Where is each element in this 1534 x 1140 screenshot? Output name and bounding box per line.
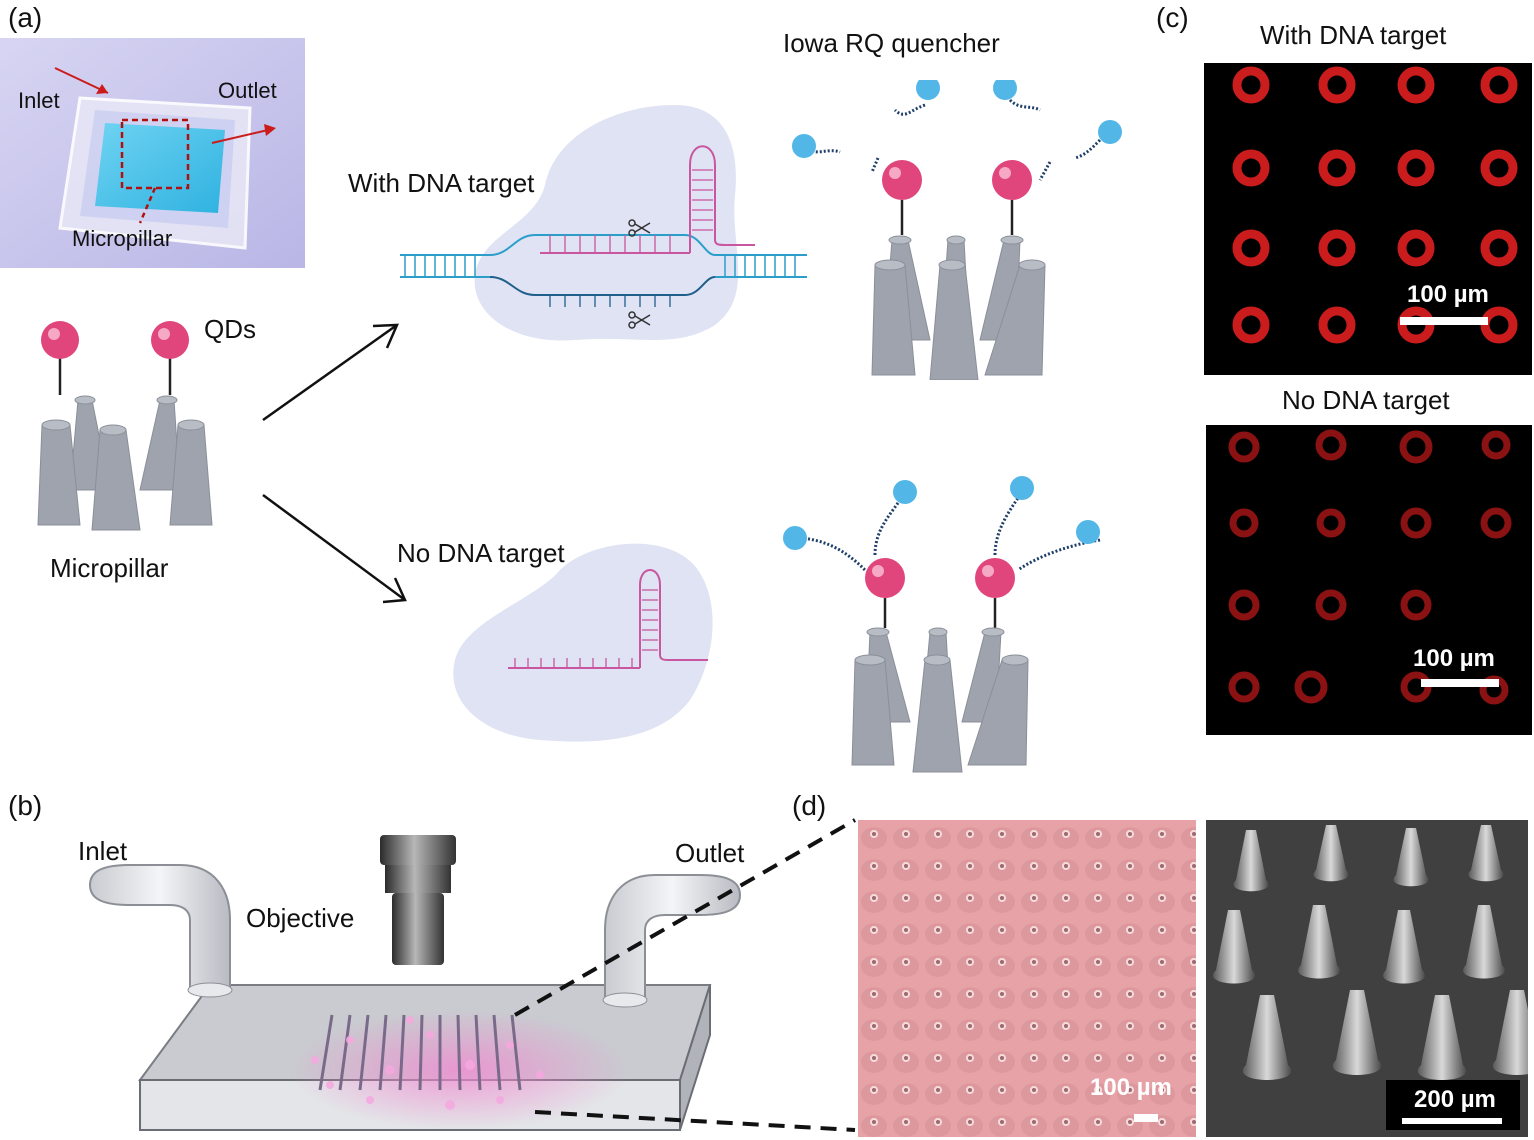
no-target-image-title: No DNA target [1282, 385, 1450, 415]
fluorescence-image-with-target: 100 µm [1204, 63, 1532, 375]
scale-bar-label-with-target: 100 µm [1407, 281, 1489, 308]
panel-c-letter: (c) [1156, 2, 1189, 33]
qd-dot [41, 321, 79, 359]
pillar-group-no-target [783, 476, 1101, 773]
pillar-array-optical [858, 820, 1196, 1137]
sem-micrograph: 200 µm [1206, 820, 1528, 1137]
microfluidic-device [88, 835, 742, 1131]
device-outlet-label: Outlet [675, 838, 745, 868]
objective-lens-icon [380, 835, 456, 965]
panel-a-letter: (a) [8, 2, 43, 33]
photo-micropillar-label: Micropillar [72, 226, 173, 251]
scale-bar-label-no-target: 100 µm [1413, 645, 1495, 672]
chip-photo-drawing [0, 38, 305, 268]
photo-inlet-label: Inlet [18, 88, 60, 113]
chip-photo: Inlet Outlet Micropillar [0, 38, 305, 268]
fluorescence-image-no-target: 100 µm [1206, 425, 1532, 735]
pillar-group-left: QDs Micropillar [20, 300, 256, 583]
photo-outlet-label: Outlet [218, 78, 277, 103]
device-inlet-label: Inlet [78, 836, 128, 866]
panel-b-letter: (b) [8, 790, 43, 821]
with-dna-target-label: With DNA target [348, 168, 535, 198]
qds-label: QDs [204, 314, 256, 344]
quencher-label: Iowa RQ quencher [783, 28, 1000, 58]
micropillar-region-box [120, 118, 190, 190]
optical-scale-label: 100 µm [1090, 1074, 1172, 1101]
cas-complex-with-target [400, 105, 807, 341]
panel-d-letter: (d) [792, 790, 827, 821]
no-dna-target-label: No DNA target [397, 538, 565, 568]
optical-micrograph: 100 µm [858, 820, 1196, 1137]
zoom-lines [514, 818, 856, 1132]
sem-scale-label: 200 µm [1414, 1086, 1496, 1113]
with-target-image-title: With DNA target [1260, 20, 1447, 50]
free-quenchers [792, 80, 1122, 181]
branch-arrows [262, 323, 407, 604]
cas-complex-no-target [453, 543, 713, 742]
scissors-icon [628, 311, 651, 329]
pillar-group-with-target [792, 80, 1122, 380]
qd-dot [151, 321, 189, 359]
pillar-array-sem [1206, 820, 1528, 1137]
objective-label: Objective [246, 903, 355, 933]
scissors-icon [628, 219, 651, 237]
micropillar-label: Micropillar [50, 553, 169, 583]
